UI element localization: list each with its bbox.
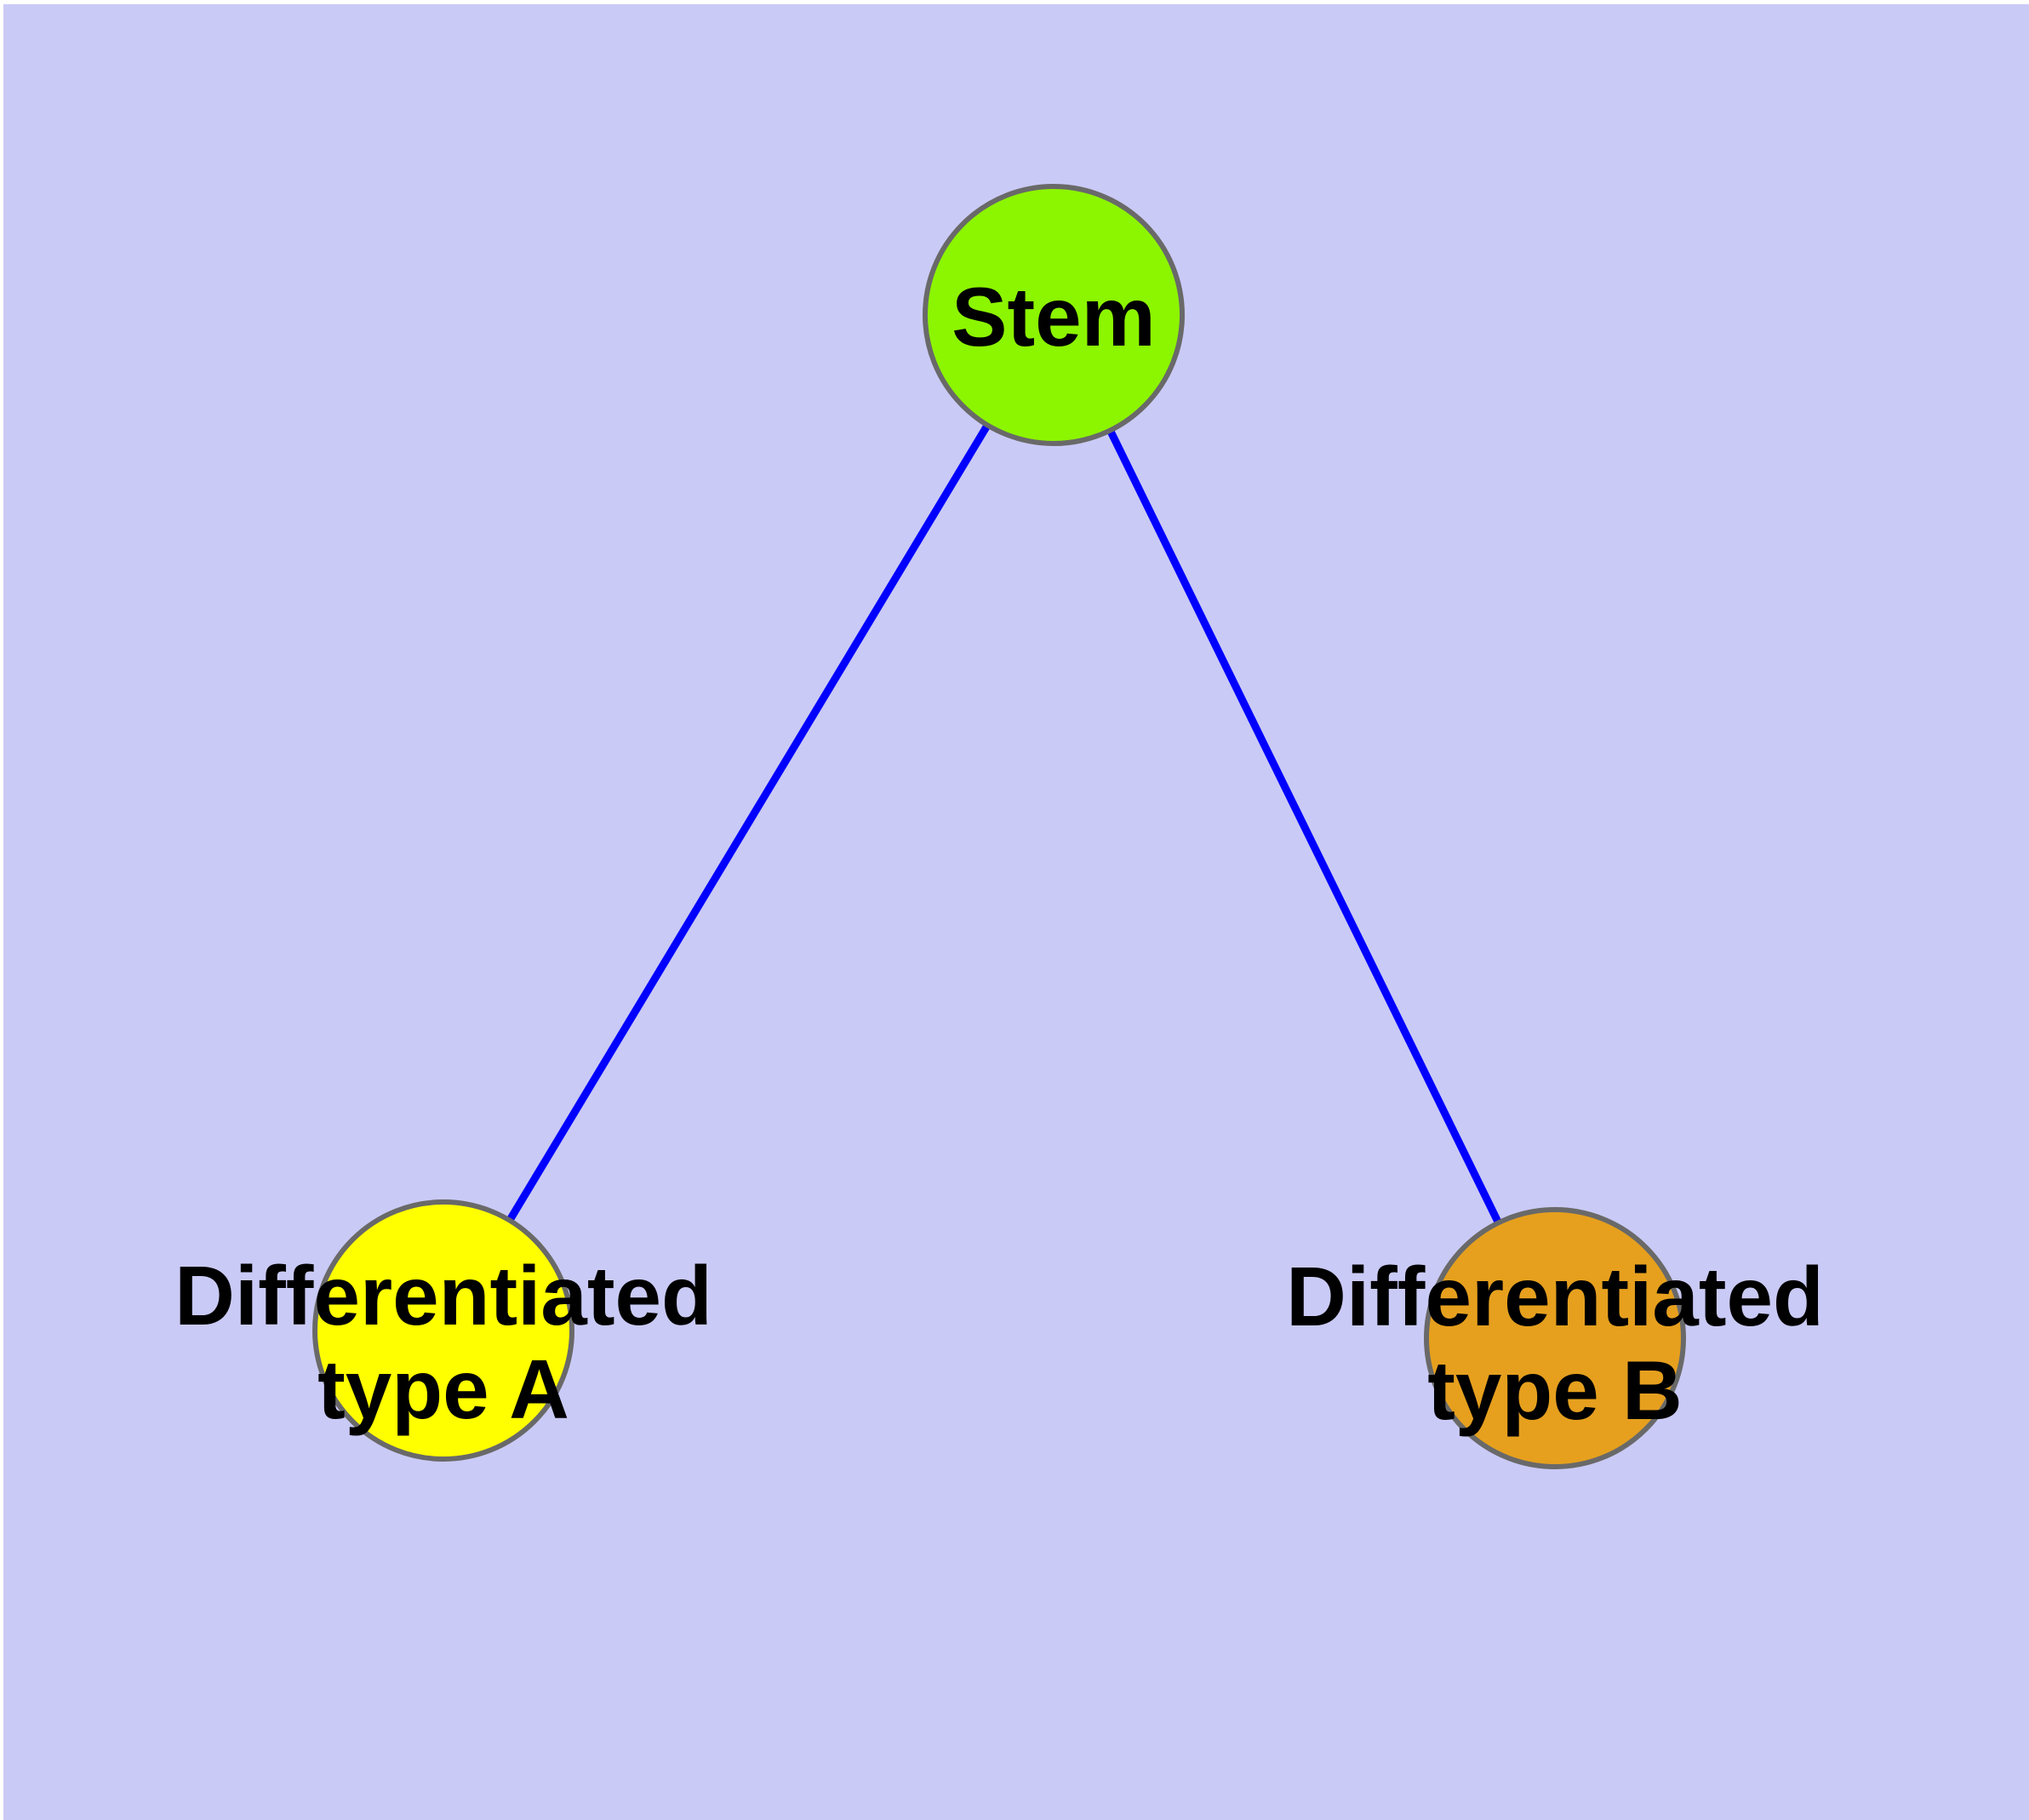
type-a-node-circle [312, 1199, 574, 1462]
type-a-node-label-line2: type A [317, 1342, 569, 1436]
type-b-node-circle [1424, 1207, 1686, 1469]
stem-node-circle [923, 184, 1185, 446]
stem-node-label: Stem [952, 270, 1156, 363]
type-b-node-label-line1: Differentiated [1286, 1250, 1824, 1343]
type-b-node-label-line2: type B [1427, 1343, 1683, 1437]
edge-stem-to-type-b [1049, 313, 1559, 1340]
edge-stem-to-type-a [440, 312, 1057, 1333]
type-a-node-label-line1: Differentiated [174, 1249, 712, 1342]
